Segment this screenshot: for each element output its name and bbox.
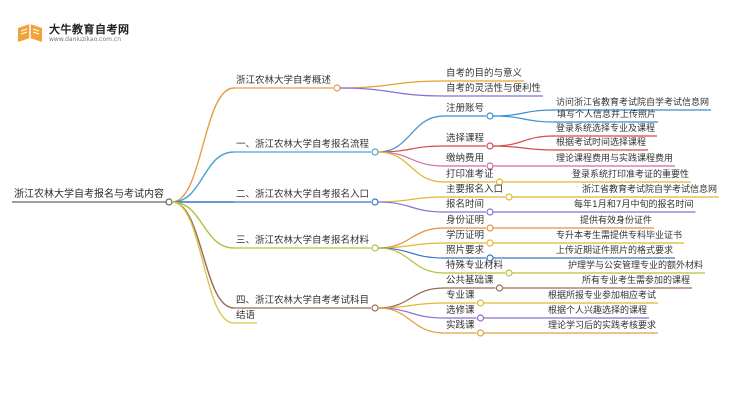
child-link-2-0	[378, 196, 445, 203]
leaf-node-4-3-0: 理论学习后的实践考核要求	[548, 321, 657, 331]
child-link-0-0	[340, 80, 445, 89]
child-dot-3-3	[505, 269, 513, 277]
branch-link-5	[171, 201, 235, 324]
child-dot-1-0	[486, 112, 494, 120]
leaf-node-1-0-0: 访问浙江省教育考试院自学考试信息网	[556, 98, 710, 108]
book-icon	[18, 24, 42, 42]
child-node-1-2: 缴纳费用	[446, 153, 485, 164]
leaf-link-1-0-0	[493, 109, 555, 117]
child-link-3-2	[378, 247, 445, 259]
child-node-4-2: 选修课	[446, 305, 475, 316]
child-node-3-2: 照片要求	[446, 245, 485, 256]
child-dot-4-1	[476, 299, 485, 307]
child-link-4-3	[378, 307, 445, 334]
child-link-2-1	[378, 201, 445, 213]
leaf-node-1-1-0: 登录系统选择专业及课程	[556, 124, 656, 134]
branch-node-0: 浙江农林大学自考概述	[236, 75, 332, 86]
child-link-1-3	[378, 151, 445, 183]
child-link-3-1	[378, 242, 445, 249]
child-link-4-2	[378, 307, 445, 319]
child-link-1-0	[378, 115, 445, 153]
leaf-node-2-1-0: 每年1月和7月中旬的报名时间	[574, 200, 694, 210]
child-dot-3-1	[486, 239, 494, 247]
leaf-node-4-2-0: 根据个人兴趣选择的课程	[548, 306, 648, 316]
leaf-node-2-0-0: 浙江省教育考试院自学考试信息网	[582, 185, 718, 195]
branch-dot-1	[371, 148, 379, 156]
leaf-node-3-1-0: 专升本考生需提供专科毕业证书	[556, 231, 683, 241]
branch-link-4	[171, 201, 235, 309]
branch-node-4: 四、浙江农林大学自考考试科目	[236, 295, 370, 306]
brand-title: 大牛教育自考网	[49, 23, 130, 36]
child-dot-3-0	[486, 224, 494, 232]
leaf-link-1-0-1	[493, 115, 556, 123]
branch-dot-4	[371, 304, 379, 312]
child-node-3-0: 身份证明	[446, 215, 485, 226]
child-node-1-3: 打印准考证	[446, 169, 494, 180]
child-dot-1-1	[486, 142, 494, 150]
child-node-2-0: 主要报名入口	[446, 184, 504, 195]
leaf-node-1-1-1: 根据考试时间选择课程	[556, 138, 647, 148]
child-node-4-0: 公共基础课	[446, 275, 494, 286]
leaf-node-1-2-0: 理论课程费用与实践课程费用	[556, 154, 674, 164]
branch-dot-3	[371, 244, 379, 252]
brand-url: www.daniuzikao.com.cn	[49, 36, 121, 43]
child-link-4-1	[378, 302, 445, 309]
branch-node-5: 结语	[236, 310, 256, 321]
child-node-4-1: 专业课	[446, 290, 475, 301]
leaf-link-1-1-0	[493, 135, 555, 147]
leaf-node-4-0-0: 所有专业考生需参加的课程	[582, 276, 691, 286]
leaf-node-1-3-0: 登录系统打印准考证的重要性	[572, 170, 690, 180]
root-node: 浙江农林大学自考报名与考试内容	[14, 189, 164, 200]
child-dot-4-3	[476, 329, 485, 337]
child-dot-4-2	[476, 314, 485, 322]
leaf-node-3-3-0: 护理学与公安管理专业的额外材料	[568, 261, 704, 271]
branch-link-0	[171, 87, 235, 203]
branch-dot-0	[333, 84, 341, 92]
child-node-1-0: 注册账号	[446, 103, 485, 114]
child-node-2-1: 报名时间	[446, 199, 485, 210]
child-dot-2-0	[505, 193, 513, 201]
child-node-0-0: 自考的目的与意义	[446, 68, 523, 79]
leaf-node-1-0-1: 填写个人信息并上传照片	[557, 110, 657, 120]
root-connector-dot	[165, 198, 173, 206]
branch-node-2: 二、浙江农林大学自考报名入口	[236, 189, 370, 200]
child-link-1-2	[378, 151, 445, 167]
child-node-3-3: 特殊专业材料	[446, 260, 504, 271]
leaf-node-3-0-0: 提供有效身份证件	[580, 216, 653, 226]
child-link-3-3	[378, 247, 445, 274]
branch-node-1: 一、浙江农林大学自考报名流程	[236, 139, 370, 150]
child-node-0-1: 自考的灵活性与便利性	[446, 83, 542, 94]
leaf-node-3-2-0: 上传近期证件照片的格式要求	[556, 246, 674, 256]
child-link-0-1	[340, 87, 445, 97]
branch-link-1	[171, 151, 235, 203]
child-node-3-1: 学历证明	[446, 230, 485, 241]
child-dot-2-1	[486, 208, 494, 216]
child-dot-4-0	[495, 284, 504, 292]
leaf-link-1-1-1	[493, 145, 555, 151]
branch-dot-2	[371, 198, 379, 206]
brand-logo: 大牛教育自考网 www.daniuzikao.com.cn	[16, 18, 136, 48]
leaf-node-4-1-0: 根据所报专业参加相应考试	[548, 291, 657, 301]
child-node-4-3: 实践课	[446, 320, 475, 331]
branch-node-3: 三、浙江农林大学自考报名材料	[236, 235, 370, 246]
branch-link-3	[171, 201, 235, 249]
child-node-1-1: 选择课程	[446, 133, 485, 144]
